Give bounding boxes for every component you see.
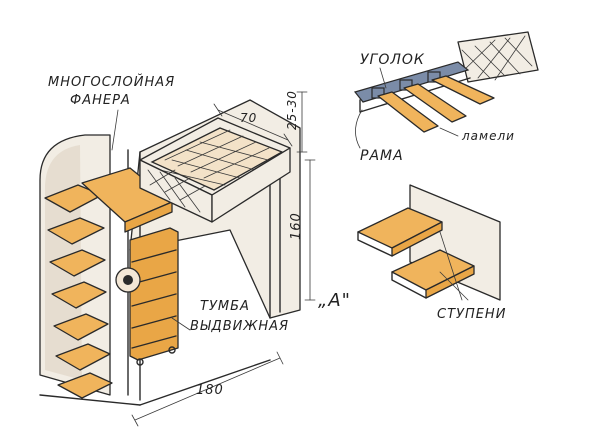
upper-step-edge [124, 201, 173, 233]
headboard-mesh [461, 35, 533, 81]
side-shelves [44, 184, 113, 399]
dim-bed-height: 160 [289, 212, 304, 240]
bed-box-side [211, 147, 291, 223]
plywood-label-line2: ФАНЕРА [70, 93, 131, 108]
step-lower-front [391, 271, 427, 299]
drawer-cabinet [129, 227, 179, 361]
floor-line [39, 394, 141, 406]
cabinet-label-line2: ВЫДВИЖНАЯ [190, 319, 289, 334]
step-upper-edge [391, 221, 443, 257]
frame-detail [353, 31, 539, 149]
dimension-lines [131, 91, 316, 427]
frame-rail-edge [359, 77, 471, 113]
frame-leader [355, 109, 363, 149]
view-a-label: „А" [318, 290, 351, 311]
bed-box-mesh [147, 169, 206, 213]
corner-leader [379, 67, 387, 89]
slat [377, 91, 439, 133]
step-upper-front [357, 231, 393, 257]
loft-bed-drawing [39, 99, 301, 406]
cabinet-leader [171, 317, 191, 331]
steps-detail [357, 184, 501, 301]
plywood-label-line1: МНОГОСЛОЙНАЯ [48, 74, 175, 90]
cabinet-handle-center-icon [123, 275, 133, 285]
bracket-icon [371, 87, 385, 99]
slat-2 [403, 83, 467, 123]
frame-label: РАМА [360, 148, 404, 164]
floor-line-2 [139, 359, 271, 406]
wheel-icon [136, 358, 144, 366]
wheel-icon-2 [168, 346, 176, 354]
slats-leader [439, 127, 459, 137]
dim-rail-height: 25-30 [285, 90, 299, 130]
steps-leader-2 [439, 271, 469, 301]
dim-length: 180 [196, 383, 224, 398]
bracket-icon-3 [427, 71, 441, 83]
corner-label: УГОЛОК [360, 52, 425, 68]
slat-3 [431, 75, 495, 105]
cabinet-label-line1: ТУМБА [200, 299, 250, 314]
steps-leader [439, 231, 463, 301]
headboard-mesh-box [457, 31, 539, 83]
slats-label: ламели [461, 129, 515, 143]
plywood-leader [111, 109, 119, 151]
steps-label: СТУПЕНИ [437, 307, 506, 322]
dim-bed-width: 70 [240, 111, 257, 125]
mattress-quilting [159, 129, 270, 186]
